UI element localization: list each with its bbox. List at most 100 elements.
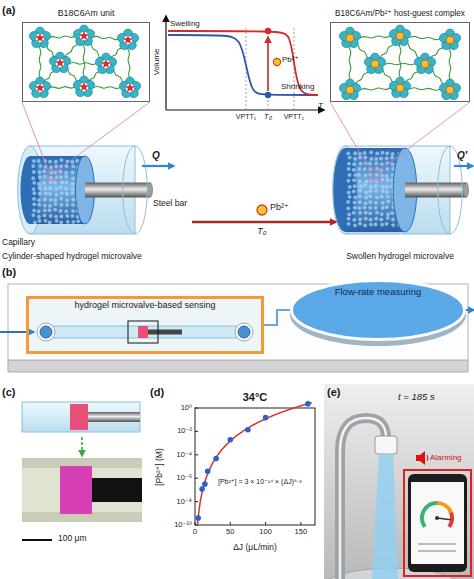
hydrogel-bead xyxy=(59,186,63,190)
flow-label: Q xyxy=(152,150,160,161)
hydrogel-bead xyxy=(48,204,52,208)
hydrogel-bead xyxy=(65,203,69,207)
zoom-arrow xyxy=(81,437,83,456)
axis-tick-label: 0 xyxy=(193,528,197,536)
crown-ether-core xyxy=(79,81,89,91)
shrunk-curve xyxy=(168,35,318,95)
hydrogel-bead xyxy=(48,160,52,164)
temperature-mark: VPTT₁ xyxy=(236,113,256,121)
transition-arrow xyxy=(267,37,269,91)
hydrogel-bead xyxy=(32,209,36,213)
tick-mark xyxy=(300,522,301,525)
node-label: Flow-rate measuring xyxy=(290,279,466,297)
hydrogel-bead xyxy=(43,204,47,208)
hydrogel-bead xyxy=(380,195,384,199)
hydrogel-bead xyxy=(381,201,385,205)
part-label: Steel bar xyxy=(153,199,187,208)
hydrogel-bead xyxy=(368,206,372,210)
hydrogel-bead xyxy=(385,190,389,194)
hydrogel-bead xyxy=(71,164,75,168)
data-point xyxy=(263,415,269,421)
hydrogel-bead xyxy=(386,178,390,182)
gauge-hub xyxy=(435,516,439,520)
hydrogel-bead xyxy=(347,179,351,183)
hydrogel-bead xyxy=(59,209,63,213)
hydrogel-bead xyxy=(359,162,363,166)
axis-title: [Pb²⁺] (M) xyxy=(155,448,164,486)
hydrogel-bead xyxy=(60,215,64,219)
hydrogel-bead xyxy=(43,187,47,191)
hydrogel-bead xyxy=(386,200,390,204)
hydrogel-bead xyxy=(369,218,373,222)
hydrogel-bead xyxy=(380,223,384,227)
capillary-tube xyxy=(52,326,238,338)
hydrogel-bead xyxy=(358,180,362,184)
hydrogel-bead xyxy=(39,164,43,168)
hydrogel-bead xyxy=(363,206,367,210)
hydrogel-bead xyxy=(49,176,53,180)
hydrogel-bead xyxy=(37,215,41,219)
panel-letter: (e) xyxy=(327,386,340,398)
crown-ether-core xyxy=(79,30,89,40)
hydrogel-bead xyxy=(38,175,42,179)
plot-frame xyxy=(195,408,315,525)
hydrogel-bead xyxy=(380,212,384,216)
hydrogel-bead xyxy=(358,167,362,171)
magnified-inset: B18C6Am/Pb²⁺ host-guest complex xyxy=(330,22,470,102)
hydrogel-bead xyxy=(379,157,383,161)
hydrogel-bead xyxy=(375,195,379,199)
data-point xyxy=(205,469,211,475)
hydrogel-bead xyxy=(64,171,68,175)
axis-tick-label: 10⁻⁸ xyxy=(177,497,192,505)
hydrogel-bead xyxy=(352,218,356,222)
hydrogel-bead xyxy=(59,175,63,179)
hydrogel-bead xyxy=(348,156,352,160)
sensing-zone: hydrogel microvalve-based sensing xyxy=(26,296,264,354)
data-point xyxy=(227,437,233,443)
hydrogel-bead xyxy=(369,157,373,161)
sensing-area-fill xyxy=(26,296,264,354)
capillary-end xyxy=(18,146,43,234)
hydrogel-bead xyxy=(43,175,47,179)
hydrogel-bead xyxy=(65,198,69,202)
hydrogel-bead xyxy=(44,192,48,196)
tick-mark xyxy=(230,522,231,525)
tick-mark xyxy=(195,408,198,409)
hydrogel-bead xyxy=(358,206,362,210)
flow-label: Q′ xyxy=(457,150,467,161)
hydrogel-bead xyxy=(71,176,75,180)
crown-ether-core xyxy=(35,32,45,42)
ion-label: Pb²⁺ xyxy=(270,203,289,213)
hydrogel-bead xyxy=(363,223,367,227)
hydrogel-bead xyxy=(364,156,368,160)
steel-bar xyxy=(85,183,150,198)
hydrogel-bead xyxy=(381,178,385,182)
steel-bar xyxy=(92,478,142,502)
hydrogel-bead xyxy=(352,211,356,215)
gauge-needle xyxy=(437,518,451,520)
hydrogel-bead xyxy=(54,215,58,219)
scale-label: 100 μm xyxy=(58,534,87,543)
hydrogel-bead xyxy=(347,167,351,171)
hydrogel-bead xyxy=(368,162,372,166)
hydrogel-bead xyxy=(352,162,356,166)
hydrogel-bead xyxy=(31,213,35,217)
panel-letter: (d) xyxy=(150,386,164,398)
hydrogel-end xyxy=(333,148,357,232)
hydrogel-bead xyxy=(37,159,41,163)
hydrogel-bead xyxy=(54,160,58,164)
hydrogel-bead xyxy=(348,185,352,189)
hydrogel-bead xyxy=(364,217,368,221)
hydrogel-bead xyxy=(49,180,53,184)
hydrogel-bead xyxy=(364,191,368,195)
hydrogel-bead xyxy=(71,220,75,224)
hydrogel-bead xyxy=(363,151,367,155)
hydrogel-bead xyxy=(346,200,350,204)
hydrogel-bead xyxy=(374,157,378,161)
speaker-icon xyxy=(416,451,425,465)
state-dot xyxy=(265,28,271,34)
hydrogel-bead xyxy=(381,185,385,189)
hydrogel-bead xyxy=(60,158,64,162)
hydrogel-bead xyxy=(347,213,351,217)
hydrogel-valve xyxy=(138,326,148,338)
